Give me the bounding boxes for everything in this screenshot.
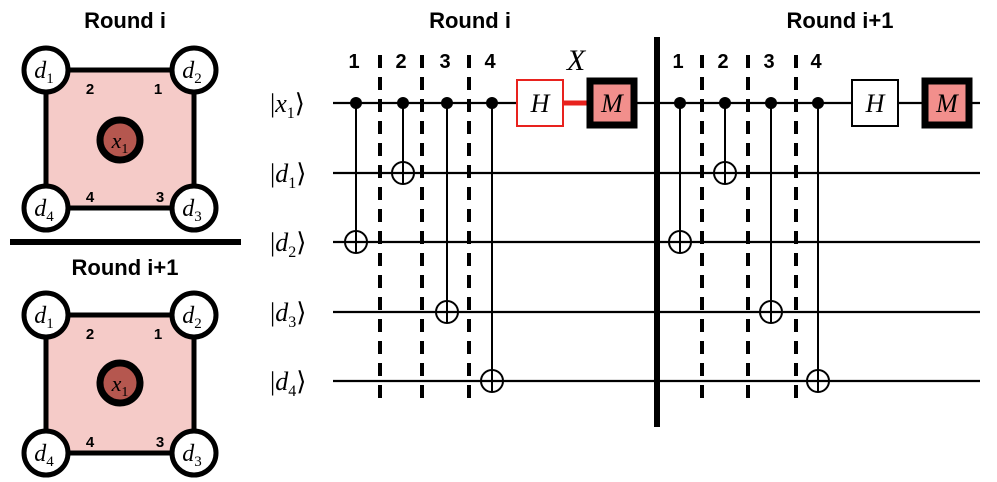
cnot-control-dot [812, 97, 824, 109]
measurement-gate [586, 77, 638, 129]
step-label: 4 [810, 51, 822, 73]
step-label: 4 [484, 51, 496, 73]
step-label: 2 [395, 51, 406, 73]
round-title: Round i+1 [787, 8, 894, 33]
corner-order-d4: 4 [86, 189, 95, 206]
corner-order-d1: 2 [86, 81, 94, 98]
data-qubit-d3-label: d3 [182, 441, 202, 470]
hadamard-label: H [530, 89, 551, 118]
hadamard-gate [516, 79, 564, 127]
cnot-control-dot [765, 97, 777, 109]
ancilla-label: x1 [111, 371, 129, 400]
step-label: 1 [348, 51, 359, 73]
cnot-control-dot [397, 97, 409, 109]
wire-label: |d2⟩ [270, 228, 306, 261]
cnot-control-dot [674, 97, 686, 109]
data-qubit-d4 [21, 183, 71, 233]
wire-label: |x1⟩ [270, 89, 305, 122]
data-qubit-d1 [21, 45, 71, 95]
plaquette-divider [10, 239, 241, 245]
ancilla-qubit-x1 [96, 116, 144, 164]
step-label: 2 [717, 51, 728, 73]
data-qubit-d3-label: d3 [182, 196, 202, 225]
step-label: 1 [672, 51, 683, 73]
syndrome-circuit: |x1⟩ |d1⟩ |d2⟩ |d3⟩ |d4⟩ Round i Round i+1 1 2 3 4… [270, 8, 980, 427]
data-qubit-d2 [169, 45, 219, 95]
corner-order-d3: 3 [156, 189, 164, 206]
cnot-control-dot [486, 97, 498, 109]
data-qubit-d3 [169, 183, 219, 233]
ancilla-qubit-x1 [96, 359, 144, 407]
corner-order-d1: 2 [86, 326, 94, 343]
plaquette-bottom: Round i+1 x1 d1 d2 d3 d4 2 1 3 4 [21, 255, 219, 478]
data-qubit-d2-label: d2 [182, 303, 202, 332]
measurement-gate [921, 77, 973, 129]
hadamard-label: H [865, 89, 886, 118]
data-qubit-d2-label: d2 [182, 58, 202, 87]
data-qubit-d4-label: d4 [34, 196, 54, 225]
data-qubit-d2 [169, 290, 219, 340]
data-qubit-d3 [169, 428, 219, 478]
corner-order-d2: 1 [154, 326, 162, 343]
plaquette-bottom-title: Round i+1 [72, 255, 179, 280]
measurement-label: M [935, 89, 959, 118]
step-label: 3 [763, 51, 774, 73]
wire-label: |d4⟩ [270, 367, 306, 400]
cnot-control-dot [350, 97, 362, 109]
plaquette-top: Round i x1 d1 d2 d3 d4 2 1 3 4 [21, 8, 219, 233]
wire-label: |d1⟩ [270, 159, 306, 192]
error-label: X [566, 44, 587, 77]
measurement-label: M [600, 89, 624, 118]
cnot-control-dot [441, 97, 453, 109]
cnot-control-dot [719, 97, 731, 109]
corner-order-d3: 3 [156, 434, 164, 451]
data-qubit-d4-label: d4 [34, 441, 54, 470]
hadamard-gate [851, 79, 899, 127]
data-qubit-d4 [21, 428, 71, 478]
wire-label: |d3⟩ [270, 298, 306, 331]
round-title: Round i [429, 8, 511, 33]
data-qubit-d1-label: d1 [34, 303, 54, 332]
step-label: 3 [439, 51, 450, 73]
corner-order-d2: 1 [154, 81, 162, 98]
corner-order-d4: 4 [86, 434, 95, 451]
ancilla-label: x1 [111, 128, 129, 157]
data-qubit-d1 [21, 290, 71, 340]
plaquette-top-title: Round i [84, 8, 166, 33]
data-qubit-d1-label: d1 [34, 58, 54, 87]
